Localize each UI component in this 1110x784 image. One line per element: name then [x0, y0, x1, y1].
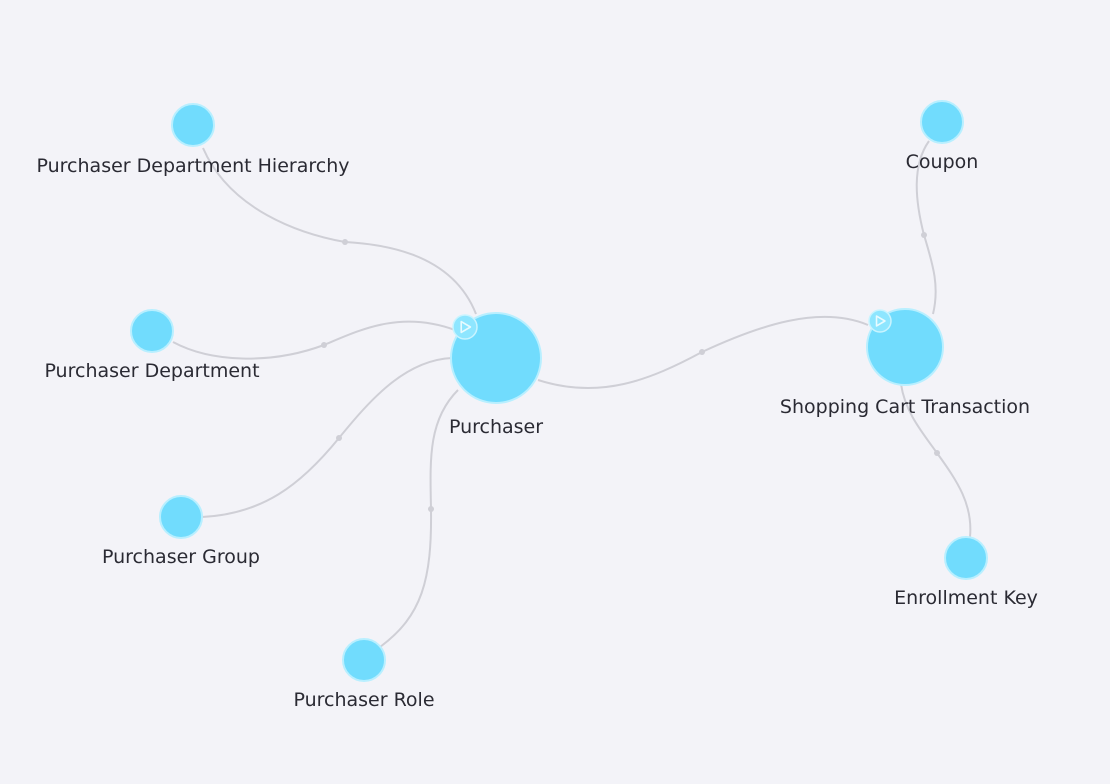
edge-layer: [172, 140, 972, 648]
node-purchaser-group[interactable]: [159, 495, 203, 539]
node-purchaser-role[interactable]: [342, 638, 386, 682]
play-outline-icon[interactable]: [868, 309, 892, 333]
edge-purchaser-to-shopping-cart-transaction[interactable]: [537, 315, 869, 390]
edge-purchaser-to-purchaser-department[interactable]: [172, 320, 456, 360]
edge-midpoint-handle: [699, 349, 705, 355]
node-label-enrollment-key[interactable]: Enrollment Key: [894, 587, 1038, 609]
edge-purchaser-to-purchaser-department-hierarchy[interactable]: [202, 147, 477, 315]
play-outline-icon[interactable]: [452, 314, 478, 340]
node-layer: [130, 100, 988, 682]
node-label-purchaser-group[interactable]: Purchaser Group: [102, 546, 260, 568]
edge-midpoint-handle: [342, 239, 348, 245]
node-purchaser-department-hierarchy[interactable]: [171, 103, 215, 147]
node-label-purchaser-role[interactable]: Purchaser Role: [293, 689, 434, 711]
edge-purchaser-to-purchaser-role[interactable]: [379, 389, 459, 648]
node-label-coupon[interactable]: Coupon: [906, 151, 979, 173]
node-coupon[interactable]: [920, 100, 964, 144]
node-purchaser-department[interactable]: [130, 309, 174, 353]
edge-midpoint-handle: [321, 342, 327, 348]
node-label-purchaser-department[interactable]: Purchaser Department: [44, 360, 259, 382]
edge-midpoint-handle: [336, 435, 342, 441]
node-enrollment-key[interactable]: [944, 536, 988, 580]
edge-line[interactable]: [379, 389, 459, 648]
edge-shopping-cart-transaction-to-enrollment-key[interactable]: [900, 383, 972, 538]
node-label-purchaser[interactable]: Purchaser: [449, 416, 543, 438]
node-label-purchaser-department-hierarchy[interactable]: Purchaser Department Hierarchy: [37, 155, 350, 177]
edge-shopping-cart-transaction-to-coupon[interactable]: [915, 140, 937, 315]
node-label-shopping-cart-transaction[interactable]: Shopping Cart Transaction: [780, 396, 1030, 418]
edge-line[interactable]: [172, 320, 456, 360]
edge-purchaser-to-purchaser-group[interactable]: [201, 357, 453, 518]
edge-midpoint-handle: [921, 232, 927, 238]
edge-midpoint-handle: [934, 450, 940, 456]
edge-midpoint-handle: [428, 506, 434, 512]
